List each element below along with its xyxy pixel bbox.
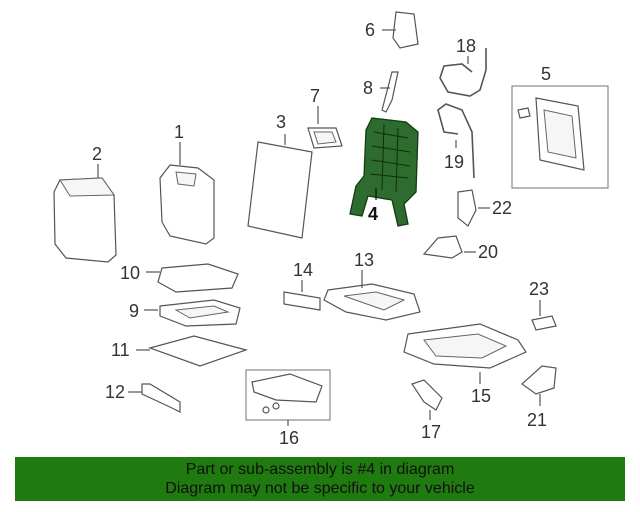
callout-16[interactable]: 16 <box>279 428 299 448</box>
part-20-cover[interactable]: 20 <box>422 235 498 262</box>
callout-8[interactable]: 8 <box>363 78 373 98</box>
part-17-bracket[interactable]: 17 <box>411 379 443 442</box>
callout-3[interactable]: 3 <box>276 112 286 132</box>
part-1-seatback-cover[interactable]: 1 <box>159 122 215 245</box>
part-8-guide[interactable]: 8 <box>363 71 399 113</box>
part-21-bracket[interactable]: 21 <box>521 365 557 430</box>
part-10-cushion-pad[interactable]: 10 <box>120 263 239 293</box>
info-banner: Part or sub-assembly is #4 in diagram Di… <box>15 457 625 501</box>
callout-11[interactable]: 11 <box>111 340 130 360</box>
part-2-seatback-cushion[interactable]: 2 <box>53 144 117 263</box>
part-4-seatback-frame[interactable]: 4 <box>349 117 419 227</box>
callout-17[interactable]: 17 <box>421 422 441 442</box>
part-23-small-cover[interactable]: 23 <box>529 279 557 331</box>
callout-4[interactable]: 4 <box>368 204 378 224</box>
part-15-seat-frame[interactable]: 15 <box>403 323 527 406</box>
callout-19[interactable]: 19 <box>444 152 464 172</box>
callout-12[interactable]: 12 <box>105 382 125 402</box>
part-13-cushion-frame[interactable]: 13 <box>323 250 421 321</box>
part-3-back-board[interactable]: 3 <box>247 112 313 239</box>
callout-15[interactable]: 15 <box>471 386 491 406</box>
callout-1[interactable]: 1 <box>174 122 184 142</box>
callout-20[interactable]: 20 <box>478 242 498 262</box>
part-11-pad-sheet[interactable]: 11 <box>111 335 249 367</box>
callout-21[interactable]: 21 <box>527 410 547 430</box>
part-7-bezel[interactable]: 7 <box>307 86 343 149</box>
callout-10[interactable]: 10 <box>120 263 140 283</box>
callout-23[interactable]: 23 <box>529 279 549 299</box>
part-9-cushion-frame[interactable]: 9 <box>129 299 241 327</box>
part-6-headrest[interactable]: 6 <box>365 11 419 49</box>
part-22-bracket[interactable]: 22 <box>457 189 512 227</box>
part-16-boxed-bracket[interactable]: 16 <box>245 369 331 448</box>
callout-22[interactable]: 22 <box>492 198 512 218</box>
callout-7[interactable]: 7 <box>310 86 320 106</box>
part-18-wire[interactable]: 18 <box>439 36 487 97</box>
callout-6[interactable]: 6 <box>365 20 375 40</box>
part-12-rail[interactable]: 12 <box>105 382 181 413</box>
callout-9[interactable]: 9 <box>129 301 139 321</box>
banner-line-2: Diagram may not be specific to your vehi… <box>165 480 475 497</box>
part-14-trim[interactable]: 14 <box>283 260 321 311</box>
callout-14[interactable]: 14 <box>293 260 313 280</box>
part-5-back-panel[interactable]: 5 <box>511 64 609 189</box>
callout-5[interactable]: 5 <box>541 64 551 84</box>
banner-line-1: Part or sub-assembly is #4 in diagram <box>185 461 455 478</box>
part-19-wire[interactable]: 19 <box>437 103 475 179</box>
callout-2[interactable]: 2 <box>92 144 102 164</box>
callout-18[interactable]: 18 <box>456 36 476 56</box>
parts-diagram: 2 1 3 7 6 8 4 18 <box>53 11 609 448</box>
callout-13[interactable]: 13 <box>354 250 374 270</box>
